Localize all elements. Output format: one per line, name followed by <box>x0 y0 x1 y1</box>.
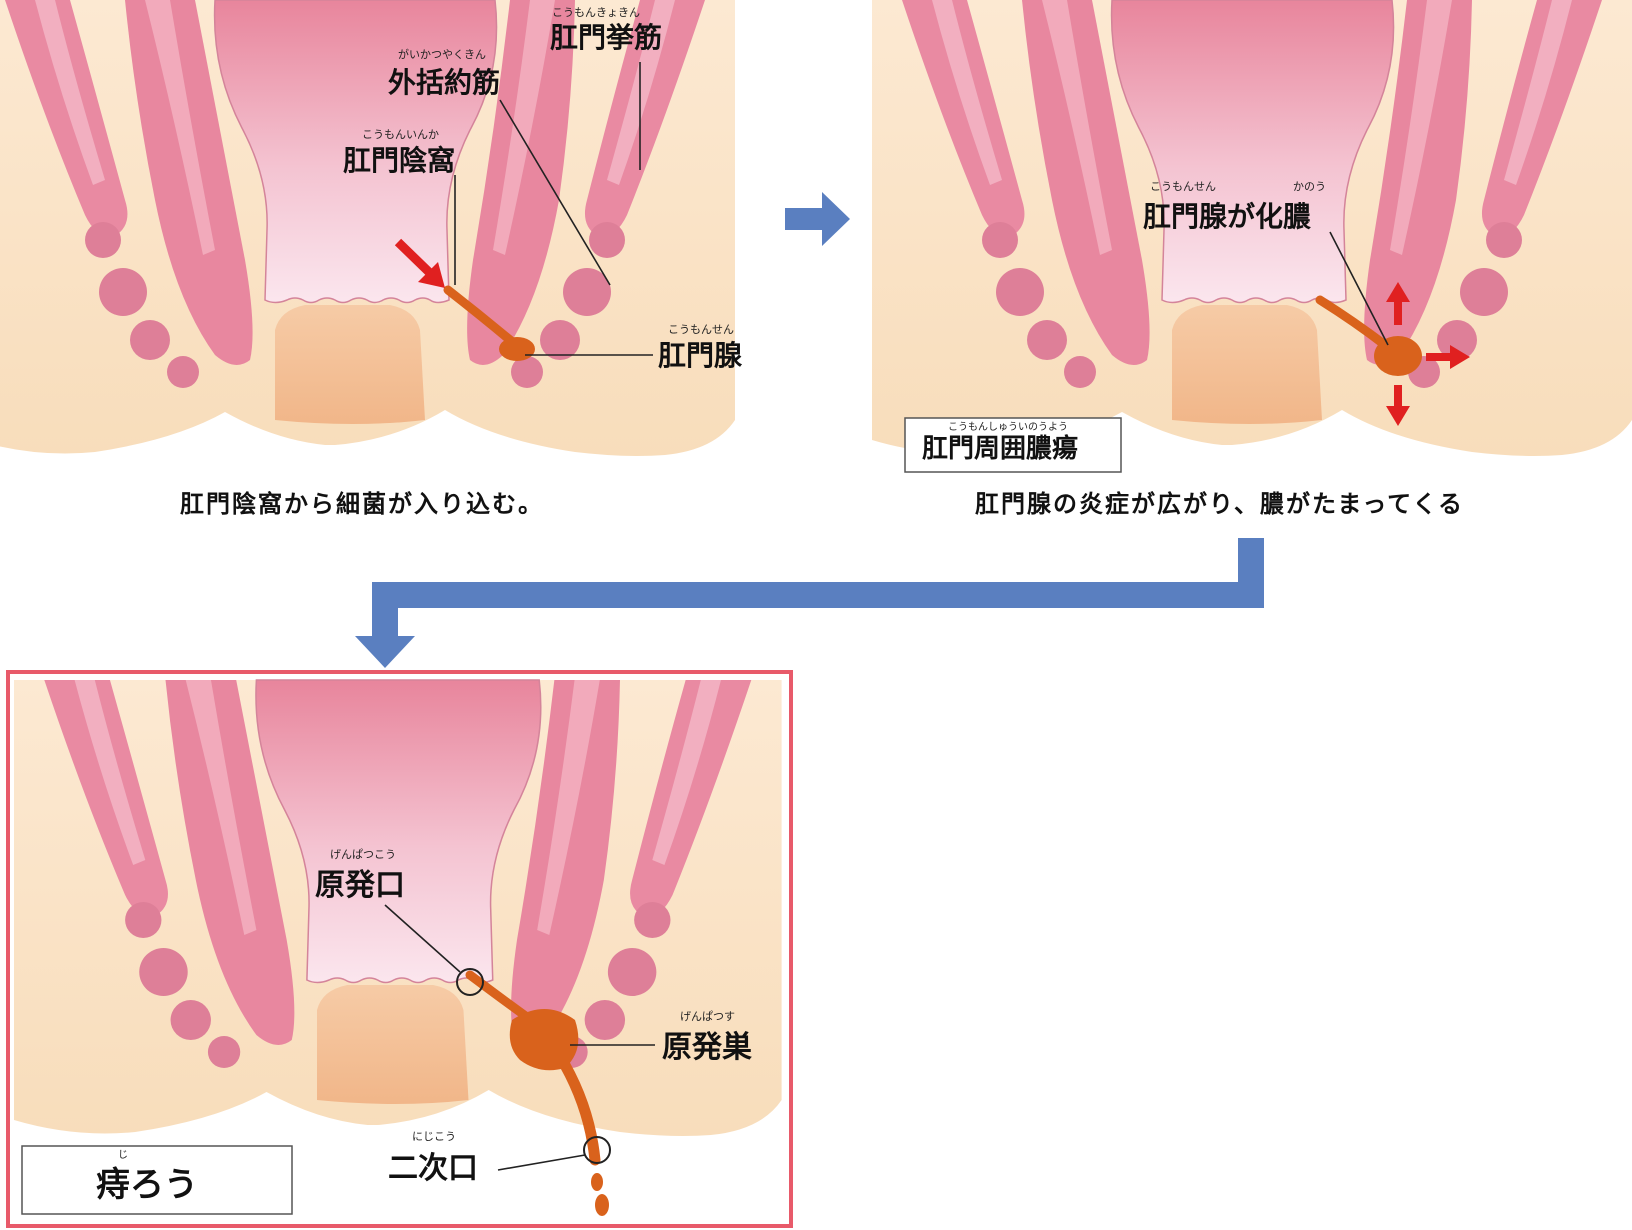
label-primary-opening-ruby: げんぱつこう <box>330 848 396 861</box>
panel-1-bacteria-entry: こうもんきょきん 肛門挙筋 がいかつやくきん 外括約筋 こうもんいんか 肛門陰窩… <box>0 0 743 518</box>
label-gland: 肛門腺 <box>658 339 743 372</box>
label-external-sphincter-ruby: がいかつやくきん <box>398 47 486 61</box>
label-crypt-ruby: こうもんいんか <box>362 128 439 141</box>
caption-panel-2: 肛門腺の炎症が広がり、膿がたまってくる <box>975 490 1464 518</box>
label-primary-nest: 原発巣 <box>662 1030 752 1065</box>
label-levator-ruby: こうもんきょきん <box>552 6 640 19</box>
label-abscess-gland: 肛門腺が化膿 <box>1143 200 1311 233</box>
caption-panel-1: 肛門陰窩から細菌が入り込む。 <box>180 490 544 518</box>
panel-2-abscess: こうもんせん かのう 肛門腺が化膿 こうもんしゅういのうよう 肛門周囲膿瘍 肛門… <box>871 0 1632 518</box>
inflamed-gland-duct <box>1315 295 1390 350</box>
panel-3-fistula: げんぱつこう 原発口 げんぱつす 原発巣 にじこう 二次口 じ 痔ろう <box>6 670 793 1228</box>
bacteria-entry-arrow <box>394 238 436 279</box>
label-gland-ruby: こうもんせん <box>668 323 734 336</box>
label-crypt: 肛門陰窩 <box>343 144 455 177</box>
label-external-sphincter: 外括約筋 <box>388 66 500 99</box>
primary-nest <box>509 1009 579 1071</box>
label-levator: 肛門挙筋 <box>550 21 662 54</box>
fistula-name-box <box>21 1145 293 1215</box>
abscess-name-box <box>904 417 1122 473</box>
flow-arrow-right <box>785 192 850 246</box>
label-primary-nest-ruby: げんぱつす <box>680 1010 735 1023</box>
label-gland-ruby-b: かのう <box>1293 180 1326 193</box>
abscess <box>1374 336 1422 376</box>
fistula-name: 痔ろう <box>96 1165 198 1205</box>
anal-gland <box>499 337 535 361</box>
fistula-outer-tract <box>559 1059 601 1166</box>
secondary-opening-marker <box>583 1136 611 1164</box>
label-secondary-opening-ruby: にじこう <box>412 1130 456 1143</box>
anal-gland-duct <box>443 285 515 345</box>
flow-arrow-down-left <box>355 538 1264 668</box>
label-gland-ruby-a: こうもんせん <box>1150 180 1216 193</box>
fistula-name-ruby: じ <box>118 1149 128 1161</box>
label-secondary-opening: 二次口 <box>388 1151 478 1186</box>
label-primary-opening: 原発口 <box>315 868 405 903</box>
abscess-name-ruby: こうもんしゅういのうよう <box>948 421 1068 433</box>
abscess-name: 肛門周囲膿瘍 <box>922 433 1078 464</box>
primary-opening-marker <box>456 968 484 996</box>
